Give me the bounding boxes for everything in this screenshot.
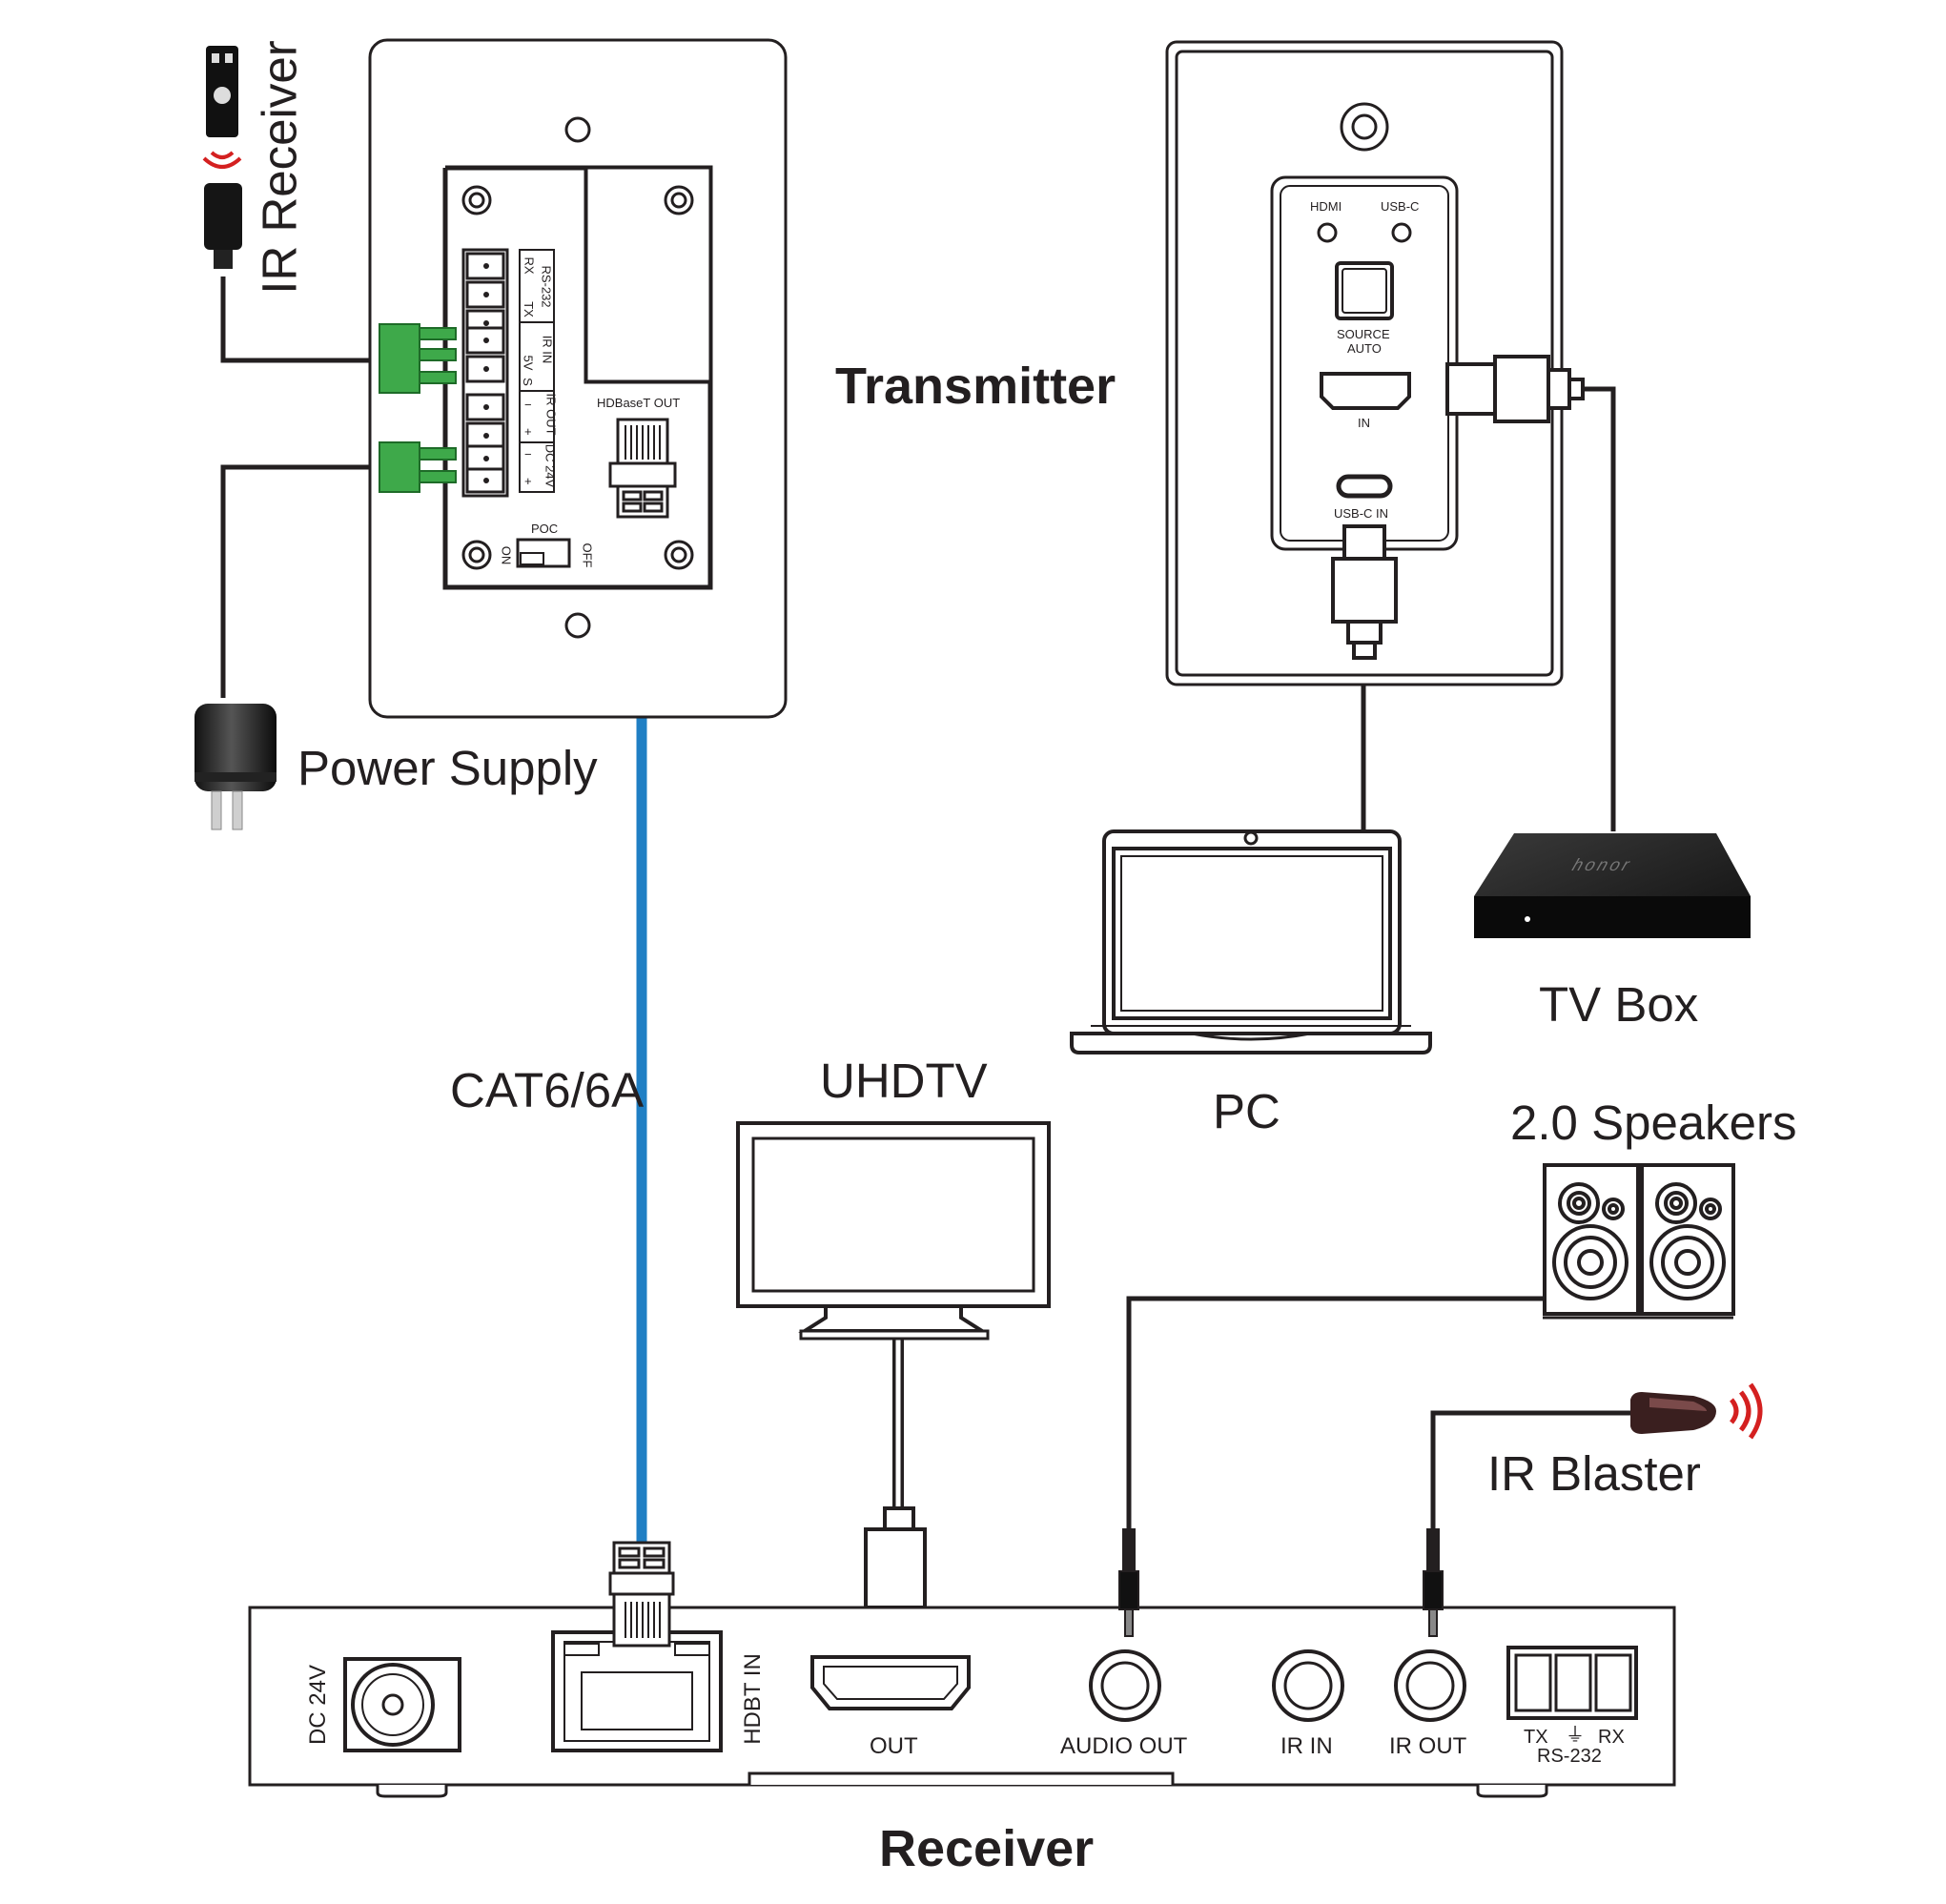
receiver-rs232-label: RS-232 [1537,1746,1602,1767]
ir-receiver-device [202,46,242,269]
uhdtv-device [736,1121,1051,1341]
tx-hdmi-label: HDMI [1310,199,1342,214]
s-label: S [520,378,535,386]
ir-receiver-cable [220,276,381,363]
transmitter-label: Transmitter [835,358,1116,415]
power-supply-label: Power Supply [297,741,598,795]
tvbox-hdmi-cable [1581,386,1616,831]
audio-plug [1118,1528,1139,1637]
ir-out-minus: − [524,398,532,412]
uhdtv-label: UHDTV [820,1054,988,1108]
tx-auto-label: AUTO [1347,341,1382,356]
tx-usbc-in-label: USB-C IN [1334,506,1389,521]
pc-usbc-plug [1331,524,1398,660]
hdbaset-out-label: HDBaseT OUT [597,396,681,410]
ir-blaster-cable [1430,1410,1635,1533]
hdbaset-out-connector [608,418,677,519]
tx-source-label: SOURCE [1337,327,1390,341]
ir-receiver-label: IR Receiver [252,40,307,295]
ir-out-label: IR OUT [543,393,559,436]
power-supply-device [195,704,277,830]
green-terminal-ir [379,323,457,394]
rs232-label: RS-232 [539,265,554,308]
ir-in-label: IR IN [540,335,555,364]
ir-blaster-device [1630,1382,1763,1440]
receiver-dc24v-label: DC 24V [305,1664,332,1746]
receiver-out-label: OUT [870,1733,918,1759]
receiver-tx-label: TX [1524,1727,1548,1748]
receiver-rx-label: RX [1598,1727,1625,1748]
green-terminal-power [379,441,457,493]
tv-box-brand: honor [1569,855,1635,874]
poc-off-label: OFF [580,543,595,568]
rx-label: RX [522,256,537,275]
receiver-ir-in-label: IR IN [1280,1733,1333,1759]
receiver-hdbt-in-label: HDBT IN [739,1653,766,1745]
receiver-ir-out-label: IR OUT [1389,1733,1467,1759]
transmitter-wallplate-front [1165,40,1564,686]
pc-laptop [1070,829,1432,1054]
tx-usbc-label: USB-C [1381,199,1420,214]
tv-box-device [1474,833,1751,938]
dc-minus: − [524,447,532,461]
poc-on-label: ON [499,545,514,565]
audio-cable [1126,1296,1545,1533]
power-supply-cable [220,464,381,698]
5v-label: 5V [521,355,536,371]
receiver-label: Receiver [879,1820,1095,1877]
tvbox-hdmi-plug [1445,355,1585,423]
dc-plus: + [524,474,532,488]
dc24v-label: DC 24V [543,443,558,488]
tv-box-label: TV Box [1539,977,1699,1032]
transmitter-wallplate-back [368,38,788,719]
tx-in-label: IN [1358,416,1370,430]
speakers-label: 2.0 Speakers [1510,1095,1797,1150]
ir-blaster-label: IR Blaster [1487,1446,1701,1501]
cable-label: CAT6/6A [450,1063,645,1117]
receiver-device [248,1606,1676,1798]
receiver-ground-icon: ⏚ [1566,1725,1585,1746]
poc-label: POC [531,522,559,536]
ir-blaster-plug [1423,1528,1444,1637]
pc-label: PC [1213,1084,1280,1138]
ir-out-plus: + [524,424,532,439]
speakers-device [1543,1163,1735,1320]
tx-label: TX [521,301,536,317]
receiver-audio-out-label: AUDIO OUT [1060,1733,1188,1759]
